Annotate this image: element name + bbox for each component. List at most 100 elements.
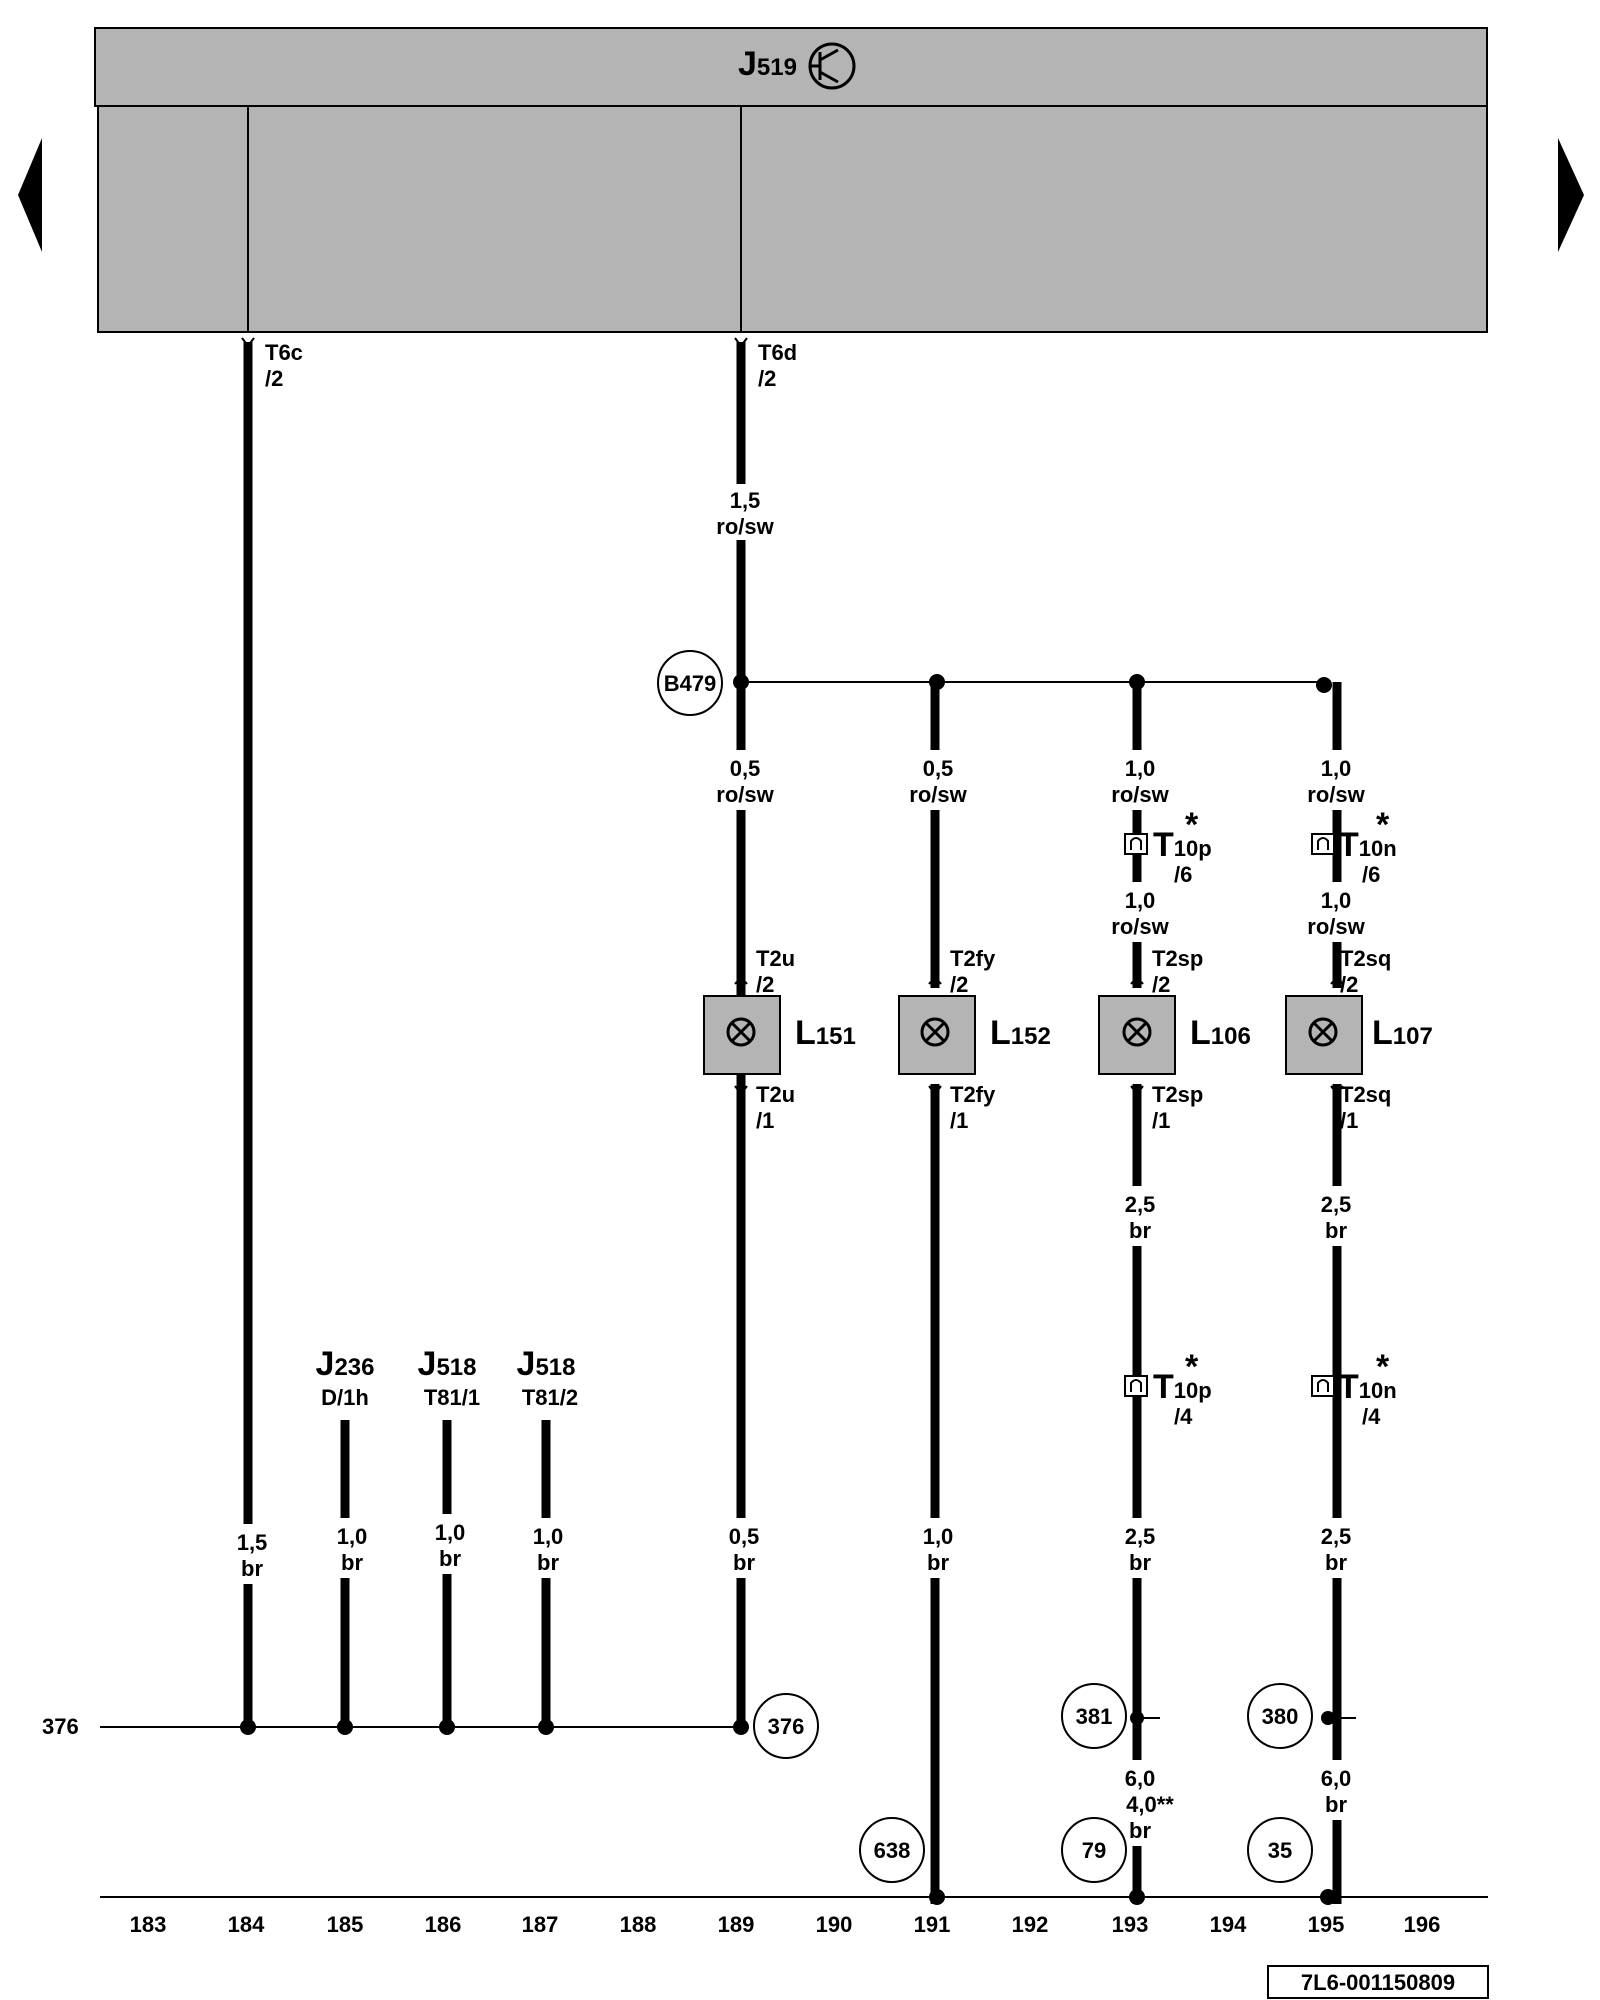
svg-text:T2u: T2u (756, 1082, 795, 1107)
lamp-l151: L151 T2u /2 T2u /1 (703, 946, 856, 1133)
node-35: 35 (1247, 1817, 1313, 1883)
wire-label: 0,5 (730, 756, 761, 781)
pin-arrow-icon (734, 1085, 748, 1096)
svg-text:T2fy: T2fy (950, 946, 996, 971)
svg-text:B479: B479 (664, 671, 717, 696)
column-number: 194 (1210, 1912, 1247, 1937)
wire-label: br (241, 1556, 263, 1581)
svg-text:T81/2: T81/2 (522, 1385, 578, 1410)
wire-label: 1,5 (237, 1530, 268, 1555)
bulb-icon (1308, 1017, 1338, 1047)
svg-text:380: 380 (1262, 1704, 1299, 1729)
svg-text:T2sp: T2sp (1152, 1082, 1203, 1107)
wire-label: 6,0 (1125, 1766, 1156, 1791)
wire-label: 4,0** (1126, 1792, 1174, 1817)
node-b479: B479 (657, 650, 723, 716)
wire-label: br (439, 1546, 461, 1571)
svg-text:/1: /1 (1340, 1108, 1358, 1133)
connector-t10p-6: T10p * /6 (1124, 806, 1212, 887)
column-number: 183 (130, 1912, 167, 1937)
svg-text:/2: /2 (1152, 972, 1170, 997)
ref-j236: J236 D/1h (316, 1345, 375, 1410)
wire-label: 2,5 (1125, 1192, 1156, 1217)
wire-label: ro/sw (909, 782, 967, 807)
wire-label: br (927, 1550, 949, 1575)
svg-text:/2: /2 (950, 972, 968, 997)
wire-label: 1,0 (923, 1524, 954, 1549)
bulb-icon (920, 1017, 950, 1047)
svg-text:376: 376 (768, 1714, 805, 1739)
svg-text:L151: L151 (795, 1014, 856, 1052)
wire-label: 0,5 (729, 1524, 760, 1549)
svg-text:/1: /1 (756, 1108, 774, 1133)
control-unit-j519: J519 (94, 27, 1488, 333)
wires (243, 342, 1342, 1904)
column-number: 191 (914, 1912, 951, 1937)
wire-label: br (1129, 1218, 1151, 1243)
wire-label: 1,0 (1125, 888, 1156, 913)
wire-label: 6,0 (1321, 1766, 1352, 1791)
svg-text:/4: /4 (1174, 1404, 1193, 1429)
svg-text:J518: J518 (517, 1345, 576, 1383)
wire-label: 1,0 (1321, 888, 1352, 913)
svg-text:J518: J518 (418, 1345, 477, 1383)
connector-t10p-4: T10p * /4 (1124, 1348, 1212, 1429)
svg-text:7L6-001150809: 7L6-001150809 (1301, 1970, 1455, 1995)
wire-label: ro/sw (1307, 914, 1365, 939)
wire-label: br (1325, 1792, 1347, 1817)
column-number: 192 (1012, 1912, 1049, 1937)
wire-label: br (1325, 1550, 1347, 1575)
wire-label: 1,0 (1321, 756, 1352, 781)
svg-text:/6: /6 (1362, 862, 1380, 887)
junction-dots (240, 674, 1336, 1905)
svg-text:T2sq: T2sq (1340, 1082, 1391, 1107)
pin-arrow-icon (1330, 979, 1344, 985)
wire-label: br (1129, 1550, 1151, 1575)
svg-text:T10n: T10n (1338, 826, 1397, 864)
node-638: 638 (859, 1817, 925, 1883)
bulb-icon (726, 1017, 756, 1047)
next-page-arrow-icon[interactable] (1558, 138, 1584, 252)
column-number: 185 (327, 1912, 364, 1937)
bulb-icon (1122, 1017, 1152, 1047)
transistor-icon (808, 42, 856, 90)
wire-label: br (341, 1550, 363, 1575)
svg-text:J236: J236 (316, 1345, 375, 1383)
column-number: 188 (620, 1912, 657, 1937)
wire-label: 2,5 (1321, 1192, 1352, 1217)
svg-text:*: * (1185, 806, 1199, 844)
column-number: 195 (1308, 1912, 1345, 1937)
svg-text:/2: /2 (756, 972, 774, 997)
column-number: 186 (425, 1912, 462, 1937)
pin-t6d: T6d (758, 340, 797, 365)
svg-text:/2: /2 (1340, 972, 1358, 997)
column-numbers: 183 184 185 186 187 188 189 190 191 192 … (130, 1912, 1441, 1937)
svg-text:79: 79 (1082, 1838, 1106, 1863)
pin-t6d-number: /2 (758, 366, 776, 391)
svg-text:638: 638 (874, 1838, 911, 1863)
svg-text:T10p: T10p (1153, 826, 1212, 864)
wire-label: 0,5 (923, 756, 954, 781)
ref-j518-1: J518 T81/1 (418, 1345, 481, 1410)
svg-text:*: * (1376, 806, 1390, 844)
node-376: 376 (753, 1693, 819, 1759)
wire-label: br (1325, 1218, 1347, 1243)
svg-text:*: * (1376, 1348, 1390, 1386)
wire-label: 2,5 (1321, 1524, 1352, 1549)
svg-text:T10p: T10p (1153, 1368, 1212, 1406)
wire-label: 1,0 (435, 1520, 466, 1545)
control-unit-name: J519 (738, 45, 797, 83)
pin-arrow-icon (1130, 1085, 1144, 1096)
wire-label: br (733, 1550, 755, 1575)
svg-text:35: 35 (1268, 1838, 1292, 1863)
wire-label: br (1129, 1818, 1151, 1843)
column-number: 193 (1112, 1912, 1149, 1937)
node-markers: B479 376 381 380 638 79 35 (657, 650, 1313, 1883)
prev-page-arrow-icon[interactable] (18, 138, 42, 252)
wire-label: br (537, 1550, 559, 1575)
column-number: 184 (228, 1912, 265, 1937)
wire-label: ro/sw (1307, 782, 1365, 807)
pin-arrow-icon (1130, 979, 1144, 985)
lamp-l152: L152 T2fy /2 T2fy /1 (898, 946, 1051, 1133)
column-number: 190 (816, 1912, 853, 1937)
